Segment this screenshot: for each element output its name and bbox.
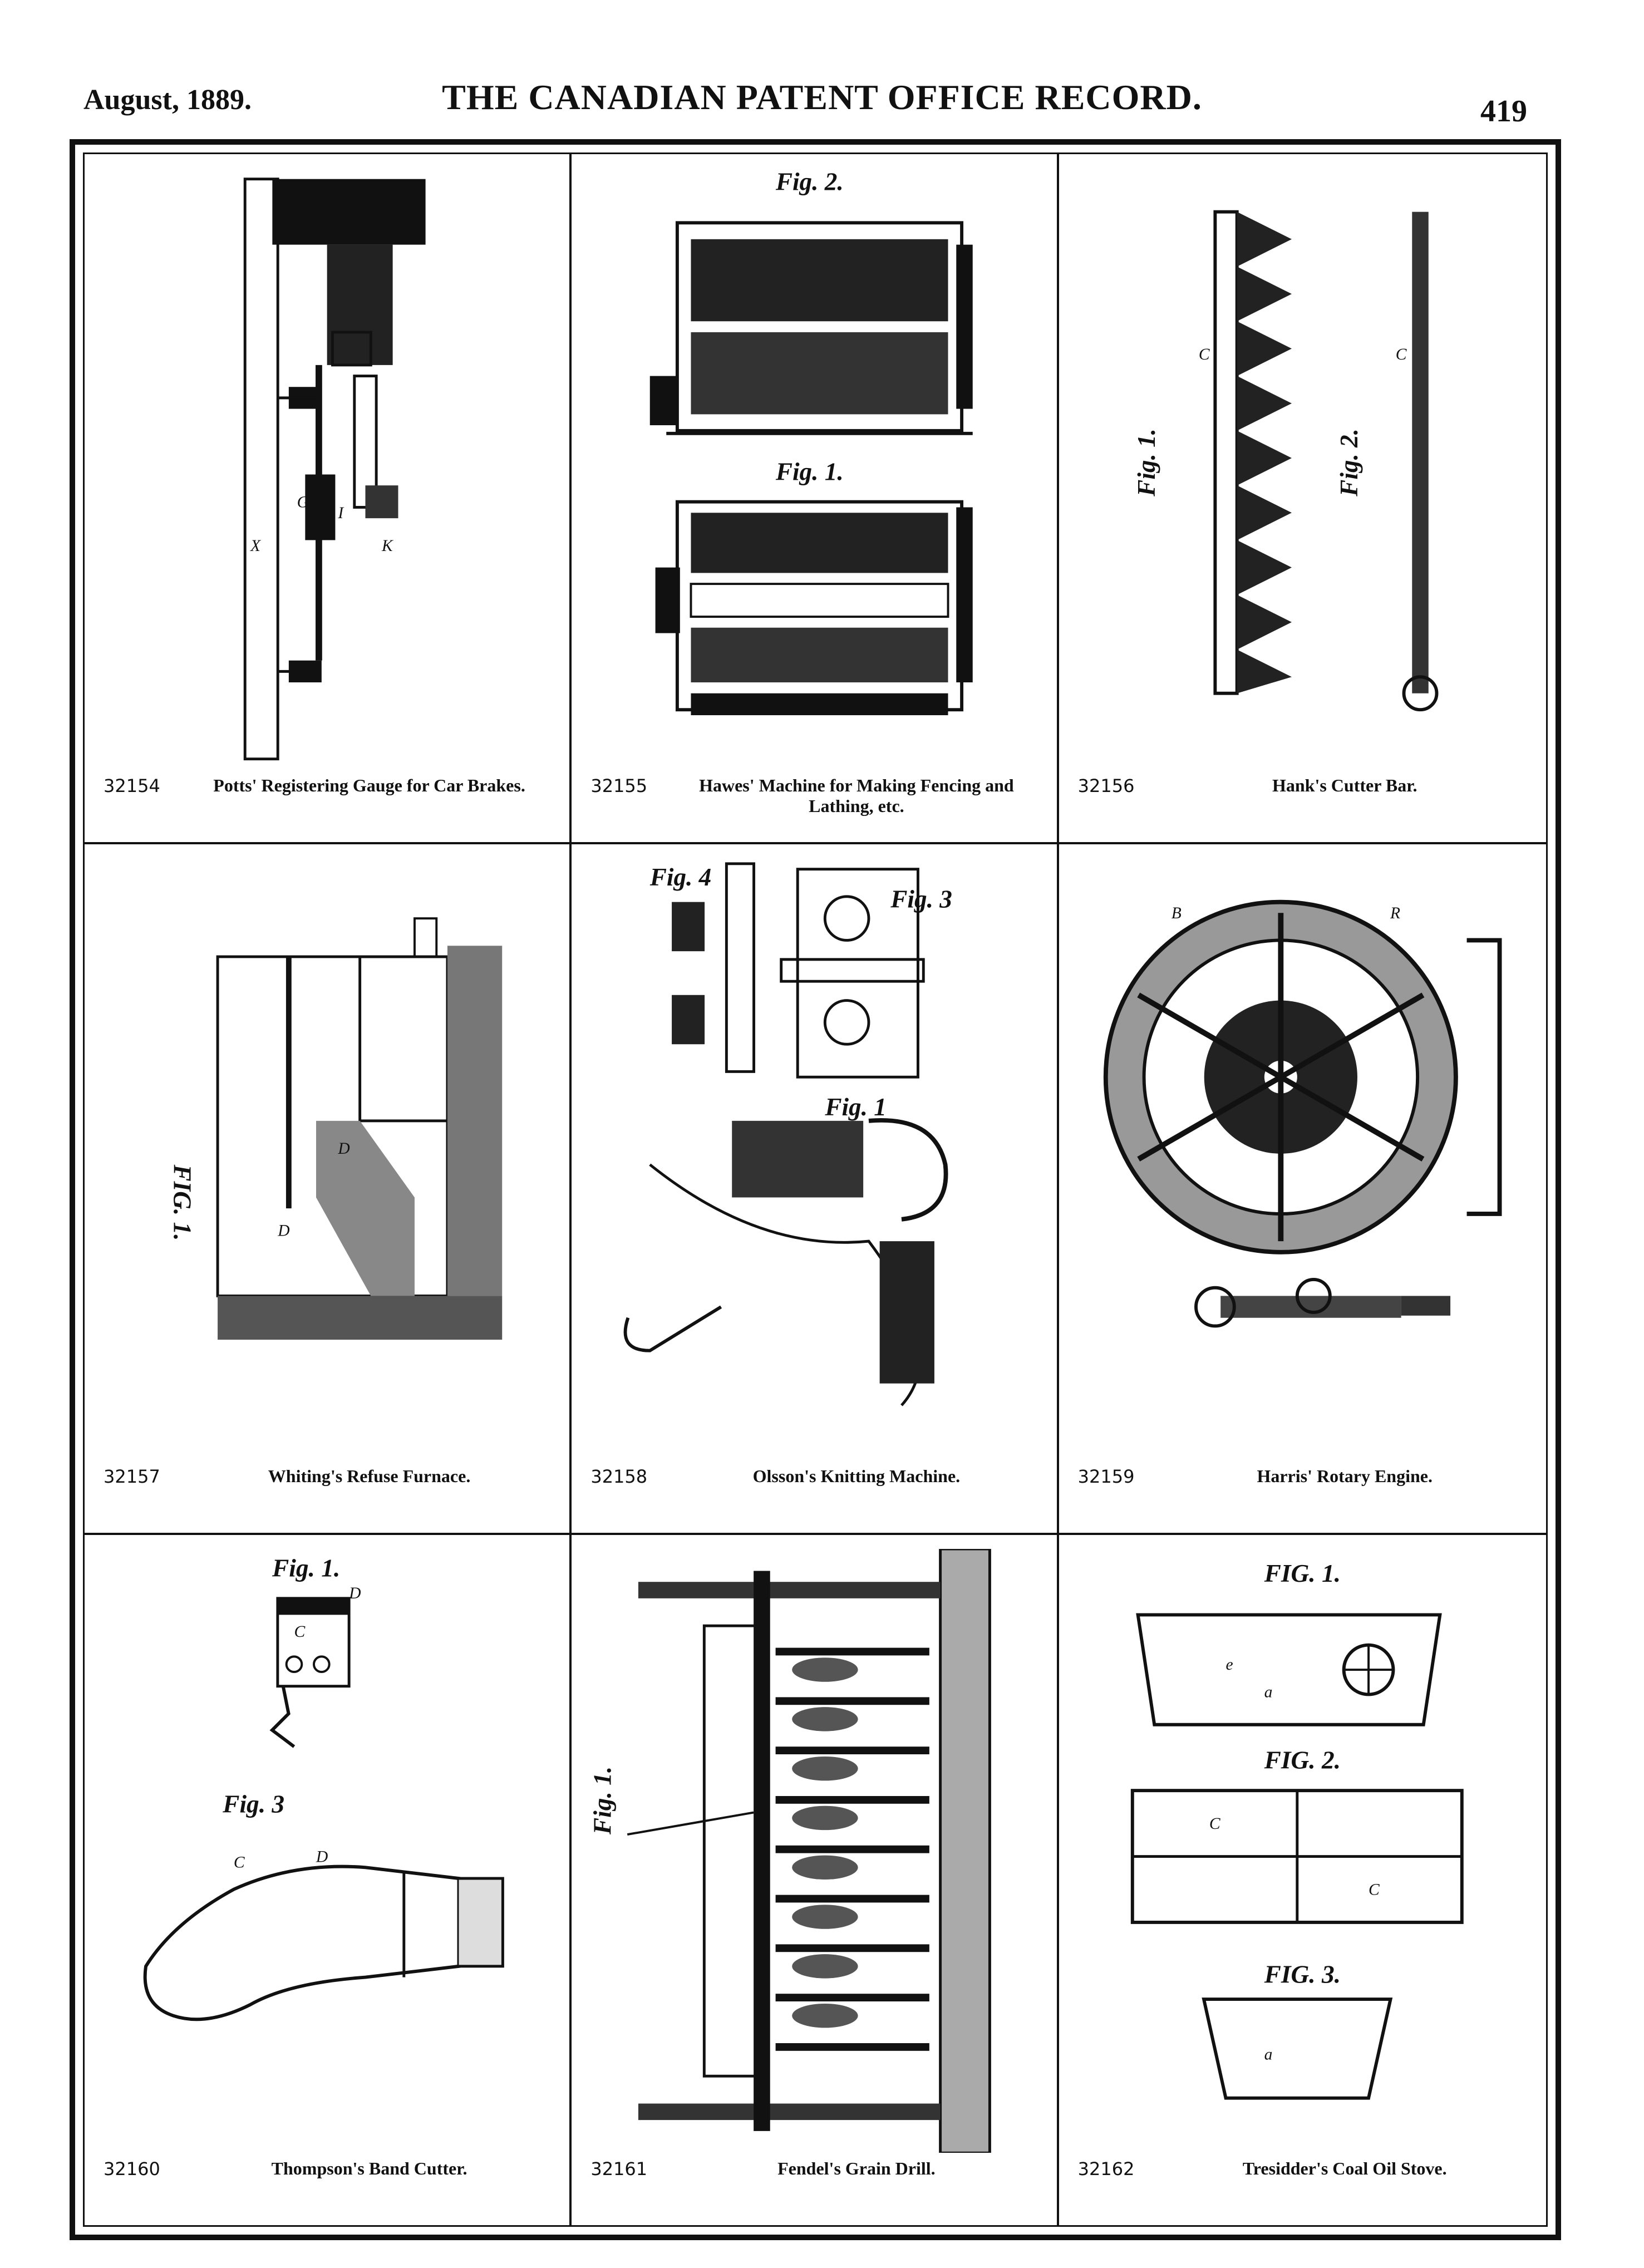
patent-title: Tresidder's Coal Oil Stove. — [1242, 2158, 1447, 2178]
svg-text:C: C — [1395, 346, 1406, 363]
fig-label-hawes-2: Fig. 2. — [775, 168, 844, 195]
patent-title: Thompson's Band Cutter. — [271, 2158, 467, 2178]
fig-label-hank-1: Fig. 1. — [1133, 429, 1160, 497]
caption-32159: 32159 Harris' Rotary Engine. — [1072, 1466, 1533, 1522]
page-number: 419 — [1480, 94, 1527, 129]
patent-number: 32157 — [104, 1465, 160, 1487]
svg-text:D: D — [348, 1584, 361, 1602]
issue-date: August, 1889. — [83, 84, 252, 116]
svg-text:C: C — [294, 1623, 306, 1641]
fig-label-thompson-1: Fig. 1. — [272, 1554, 340, 1582]
fig-label-tresidder-1: FIG. 1. — [1263, 1559, 1340, 1587]
patent-grid: X G I K 32154 Potts' Registering Gauge f… — [83, 152, 1548, 2227]
patent-title: Hawes' Machine for Making Fencing and La… — [699, 775, 1014, 816]
fig-label-fendel-1: Fig. 1. — [589, 1766, 617, 1834]
caption-32158: 32158 Olsson's Knitting Machine. — [585, 1466, 1043, 1522]
fig-label-olsson-4: Fig. 4 — [649, 863, 712, 891]
patent-cell-32160: Fig. 1. C D Fig. 3 C D 32160 — [85, 1534, 572, 2225]
fig-label-hank-2: Fig. 2. — [1335, 429, 1363, 497]
caption-32161: 32161 Fendel's Grain Drill. — [585, 2158, 1043, 2214]
patent-number: 32156 — [1077, 775, 1135, 797]
patent-number: 32160 — [104, 2158, 160, 2180]
figure-fendel-grain-drill: Fig. 1. — [588, 1548, 1040, 2153]
figure-whiting-furnace: FIG. 1. D D — [101, 858, 553, 1460]
patent-number: 32161 — [590, 2158, 648, 2180]
fig-label-olsson-1: Fig. 1 — [825, 1093, 887, 1121]
figure-hank-cutter-bar: Fig. 1. Fig. 2. C C — [1076, 168, 1529, 770]
figure-potts-gauge: X G I K — [101, 168, 553, 770]
patent-cell-32155: Fig. 2. Fig. 1. — [572, 154, 1059, 845]
svg-text:a: a — [1264, 2045, 1272, 2063]
svg-text:C: C — [1369, 1881, 1380, 1898]
svg-text:D: D — [337, 1140, 350, 1158]
patent-title: Fendel's Grain Drill. — [777, 2158, 936, 2178]
patent-title: Whiting's Refuse Furnace. — [268, 1465, 471, 1486]
fig-label-tresidder-3: FIG. 3. — [1263, 1960, 1340, 1988]
figure-thompson-band-cutter: Fig. 1. C D Fig. 3 C D — [101, 1549, 553, 2153]
patent-title: Olsson's Knitting Machine. — [752, 1465, 961, 1486]
patent-cell-32156: Fig. 1. Fig. 2. C C 32156 Hank's Cutter … — [1059, 154, 1546, 845]
patent-number: 32158 — [590, 1465, 648, 1487]
patent-cell-32158: Fig. 4 Fig. 3 Fig. 1 — [572, 844, 1059, 1535]
caption-32160: 32160 Thompson's Band Cutter. — [98, 2158, 556, 2214]
fig-label-hawes-1: Fig. 1. — [775, 457, 844, 485]
caption-32154: 32154 Potts' Registering Gauge for Car B… — [98, 775, 556, 831]
fig-label-thompson-3: Fig. 3 — [222, 1790, 284, 1818]
patent-number: 32162 — [1077, 2158, 1135, 2180]
caption-32157: 32157 Whiting's Refuse Furnace. — [98, 1466, 556, 1522]
patent-title: Harris' Rotary Engine. — [1257, 1465, 1433, 1486]
patent-number: 32154 — [104, 775, 160, 797]
svg-text:G: G — [297, 493, 309, 511]
svg-text:X: X — [250, 537, 261, 555]
patent-cell-32157: FIG. 1. D D 32157 Whiting's Refuse Furna… — [85, 844, 572, 1535]
page-header: August, 1889. THE CANADIAN PATENT OFFICE… — [0, 0, 1644, 139]
patent-cell-32161: Fig. 1. 32161 Fendel's Grain Drill. — [572, 1534, 1059, 2225]
figure-hawes-machine: Fig. 2. Fig. 1. — [588, 168, 1040, 770]
caption-32155: 32155 Hawes' Machine for Making Fencing … — [585, 775, 1043, 831]
patent-number: 32159 — [1077, 1465, 1135, 1487]
patent-cell-32154: X G I K 32154 Potts' Registering Gauge f… — [85, 154, 572, 845]
caption-32156: 32156 Hank's Cutter Bar. — [1072, 775, 1533, 831]
patent-title: Hank's Cutter Bar. — [1272, 775, 1417, 796]
svg-text:I: I — [337, 504, 344, 522]
svg-text:R: R — [1390, 904, 1400, 922]
svg-text:e: e — [1225, 1656, 1233, 1674]
caption-32162: 32162 Tresidder's Coal Oil Stove. — [1072, 2158, 1533, 2214]
svg-text:D: D — [277, 1222, 289, 1240]
svg-text:C: C — [1209, 1815, 1221, 1833]
svg-text:B: B — [1171, 904, 1181, 922]
patent-cell-32159: B R 32159 Harris' Rotary Engine. — [1059, 844, 1546, 1535]
svg-text:a: a — [1264, 1683, 1272, 1701]
svg-text:C: C — [1199, 346, 1210, 363]
figure-olsson-knitting-machine: Fig. 4 Fig. 3 Fig. 1 — [588, 858, 1040, 1460]
svg-text:C: C — [234, 1853, 245, 1871]
svg-text:D: D — [316, 1848, 328, 1866]
patent-number: 32155 — [590, 775, 648, 797]
figure-harris-rotary-engine: B R — [1076, 858, 1529, 1460]
fig-label-whiting-1: FIG. 1. — [168, 1164, 196, 1241]
patent-title: Potts' Registering Gauge for Car Brakes. — [213, 775, 525, 796]
fig-label-olsson-3: Fig. 3 — [890, 885, 953, 913]
fig-label-tresidder-2: FIG. 2. — [1263, 1746, 1340, 1774]
patent-cell-32162: FIG. 1. e a FIG. 2. C C FIG. 3. a — [1059, 1535, 1546, 2225]
publication-title: THE CANADIAN PATENT OFFICE RECORD. — [442, 77, 1202, 117]
figure-tresidder-stove: FIG. 1. e a FIG. 2. C C FIG. 3. a — [1076, 1549, 1529, 2153]
svg-text:K: K — [381, 537, 393, 555]
patent-plate-frame: X G I K 32154 Potts' Registering Gauge f… — [70, 139, 1561, 2240]
